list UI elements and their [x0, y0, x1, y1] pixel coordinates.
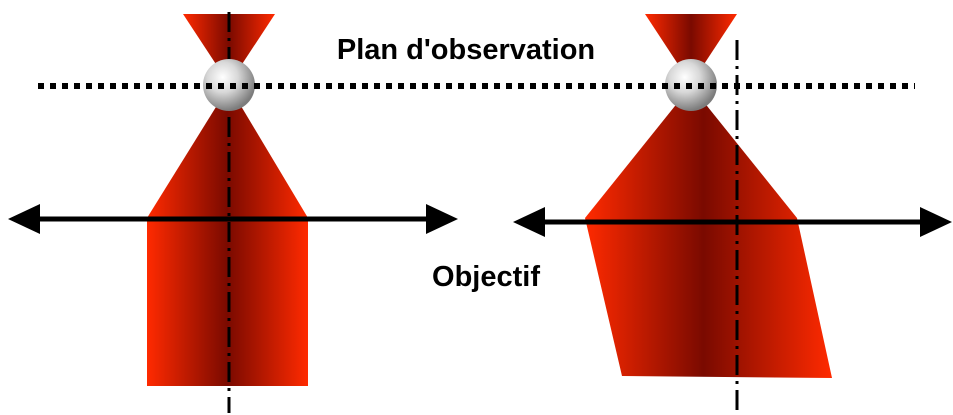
left-lens-arrowhead-right — [426, 204, 458, 234]
left-objective-lens-arrow — [8, 204, 458, 234]
left-system — [8, 12, 458, 413]
right-lens-arrowhead-right — [920, 207, 952, 237]
right-beam-lower — [585, 86, 832, 378]
right-objective-lens-arrow — [513, 207, 952, 237]
right-lens-arrowhead-left — [513, 207, 545, 237]
observation-plane-label: Plan d'observation — [337, 34, 595, 66]
right-beam-upper-cone — [645, 14, 737, 84]
left-focal-sphere — [203, 59, 255, 111]
objective-label: Objectif — [432, 261, 540, 293]
left-lens-arrowhead-left — [8, 204, 40, 234]
right-system — [513, 14, 952, 413]
